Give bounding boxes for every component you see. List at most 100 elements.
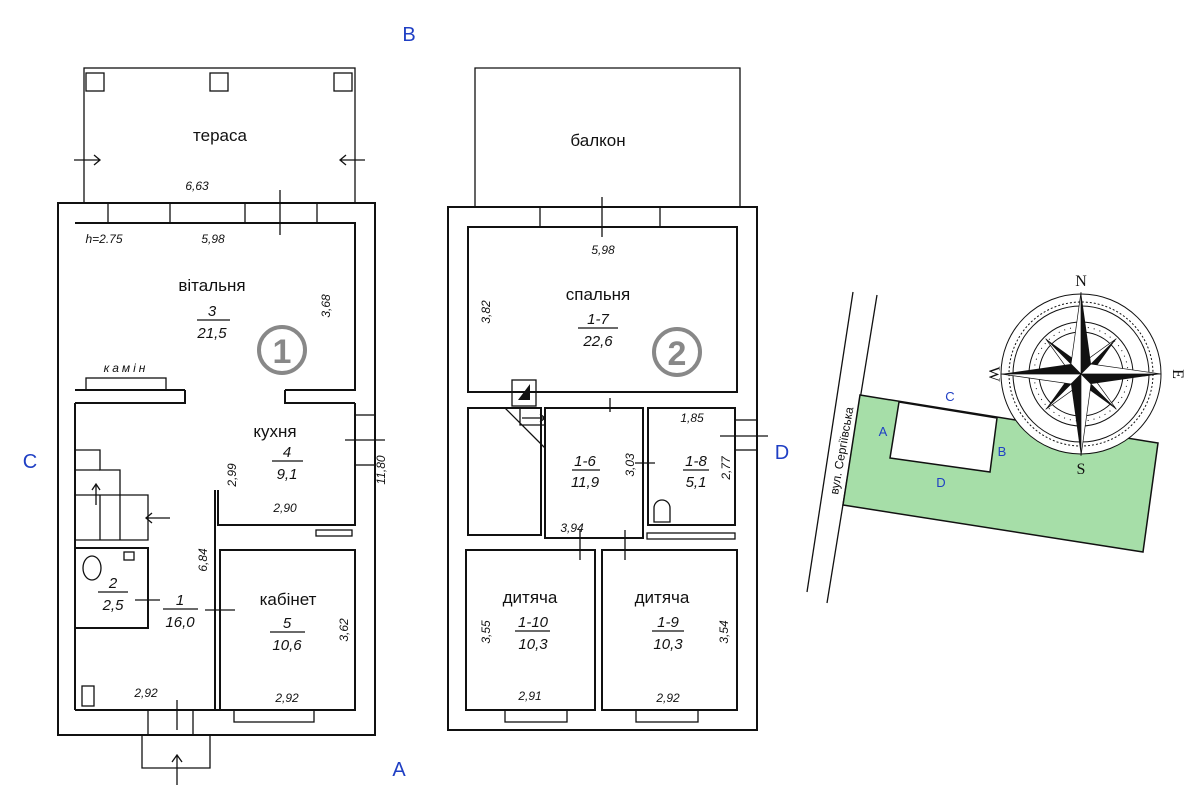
house-footprint (889, 401, 998, 473)
plot-side-c: C (945, 389, 954, 404)
stairwell-walls (467, 407, 542, 536)
floor2-badge-number: 2 (668, 335, 687, 373)
dimension: 3,94 (560, 521, 584, 535)
terrace-label: тераса (193, 126, 247, 145)
window (635, 709, 699, 723)
dimension: 6,84 (196, 548, 210, 572)
room-area: 21,5 (196, 325, 227, 342)
arrow-icon (338, 154, 365, 166)
room-number: 4 (283, 444, 291, 461)
side-label-d: D (775, 442, 789, 464)
dimension: 2,99 (225, 463, 239, 488)
floor2-plan: 2 балкон 5,98 спальня 1-7 22,6 3,82 1-6 … (447, 67, 768, 731)
dimension: 2,92 (655, 691, 680, 705)
floor1-outer-wall (57, 202, 376, 736)
bathroom2-walls (647, 407, 736, 526)
dimension: 2,91 (517, 689, 541, 703)
dimension: 2,90 (272, 501, 297, 515)
arrow-icon (171, 753, 183, 785)
dimension: 2,77 (719, 455, 733, 481)
room-number: 1-6 (574, 453, 596, 470)
kids-room2-label: дитяча (635, 588, 690, 607)
floor1-badge (257, 325, 307, 375)
site-plan: вул. Сергіївська C A B D N S E (806, 273, 1186, 604)
room-area: 22,6 (582, 333, 613, 350)
window (107, 202, 171, 224)
arrow-icon (74, 154, 102, 166)
terrace-post (333, 72, 353, 92)
room-number: 1-10 (518, 614, 549, 631)
dimension: 5,98 (201, 232, 225, 246)
terrace-post (85, 72, 105, 92)
room-number: 3 (208, 303, 217, 320)
room-area: 11,9 (571, 474, 600, 491)
radiator (315, 529, 353, 537)
arrow-icon (522, 413, 547, 423)
room-area: 16,0 (165, 614, 195, 631)
room-number: 5 (283, 615, 292, 632)
bathroom-walls (74, 547, 149, 629)
window (233, 709, 315, 723)
plot-side-b: B (998, 444, 1007, 459)
fireplace-label: камін (104, 361, 149, 375)
dimension: 3,03 (623, 453, 637, 477)
room-number: 1 (176, 592, 184, 609)
room-area: 9,1 (277, 466, 298, 483)
overall-dimension: 11,80 (374, 455, 388, 484)
toilet-icon (82, 555, 102, 581)
dimension: 3,54 (717, 620, 731, 644)
side-label-c: C (23, 451, 37, 473)
room-area: 10,6 (272, 637, 302, 654)
bedroom-walls (467, 226, 738, 393)
fireplace (85, 377, 167, 391)
room-number: 1-9 (657, 614, 679, 631)
side-label-b: B (402, 24, 415, 46)
window (504, 709, 568, 723)
window (539, 206, 661, 228)
dimension: 1,85 (680, 411, 704, 425)
compass-west: W (985, 366, 1002, 382)
plot-side-d: D (936, 475, 945, 490)
living-room-label: вітальня (178, 276, 245, 295)
staircase (504, 407, 546, 449)
dimension: 6,63 (185, 179, 209, 193)
room-number: 1-8 (685, 453, 707, 470)
plot-side-a: A (879, 424, 888, 439)
compass-south: S (1077, 461, 1086, 478)
window (734, 419, 758, 451)
kitchen-label: кухня (253, 422, 296, 441)
room-number: 1-7 (587, 311, 609, 328)
door (244, 202, 318, 224)
room-area: 10,3 (653, 636, 683, 653)
staircase (75, 449, 149, 541)
radiator (646, 532, 736, 540)
dimension: 2,92 (274, 691, 299, 705)
terrace-post (209, 72, 229, 92)
dimension: 3,82 (479, 300, 493, 324)
dimension: 5,98 (591, 243, 615, 257)
porch (141, 735, 211, 769)
room-area: 5,1 (686, 474, 707, 491)
floor1-plan: 1 тераса 6,63 h=2.75 5,98 вітальня 3 21,… (57, 67, 388, 785)
room-number: 2 (108, 575, 118, 592)
room-area: 10,3 (518, 636, 548, 653)
compass-east: E (1169, 369, 1186, 379)
balcony-outline (474, 67, 741, 207)
dimension: 3,55 (479, 620, 493, 644)
compass-north: N (1075, 273, 1087, 290)
arrow-icon (91, 482, 101, 505)
dimension: 3,62 (337, 618, 351, 642)
bedroom-label: спальня (566, 285, 631, 304)
dimension: 3,68 (319, 294, 333, 318)
floor2-badge (652, 327, 702, 377)
floor1-badge-number: 1 (273, 333, 292, 371)
chimney (511, 379, 537, 407)
office-label: кабінет (260, 590, 317, 609)
toilet-icon (653, 499, 671, 523)
boiler (81, 685, 95, 707)
balcony-label: балкон (570, 131, 625, 150)
room-area: 2,5 (102, 597, 125, 614)
dimension: 2,92 (133, 686, 158, 700)
